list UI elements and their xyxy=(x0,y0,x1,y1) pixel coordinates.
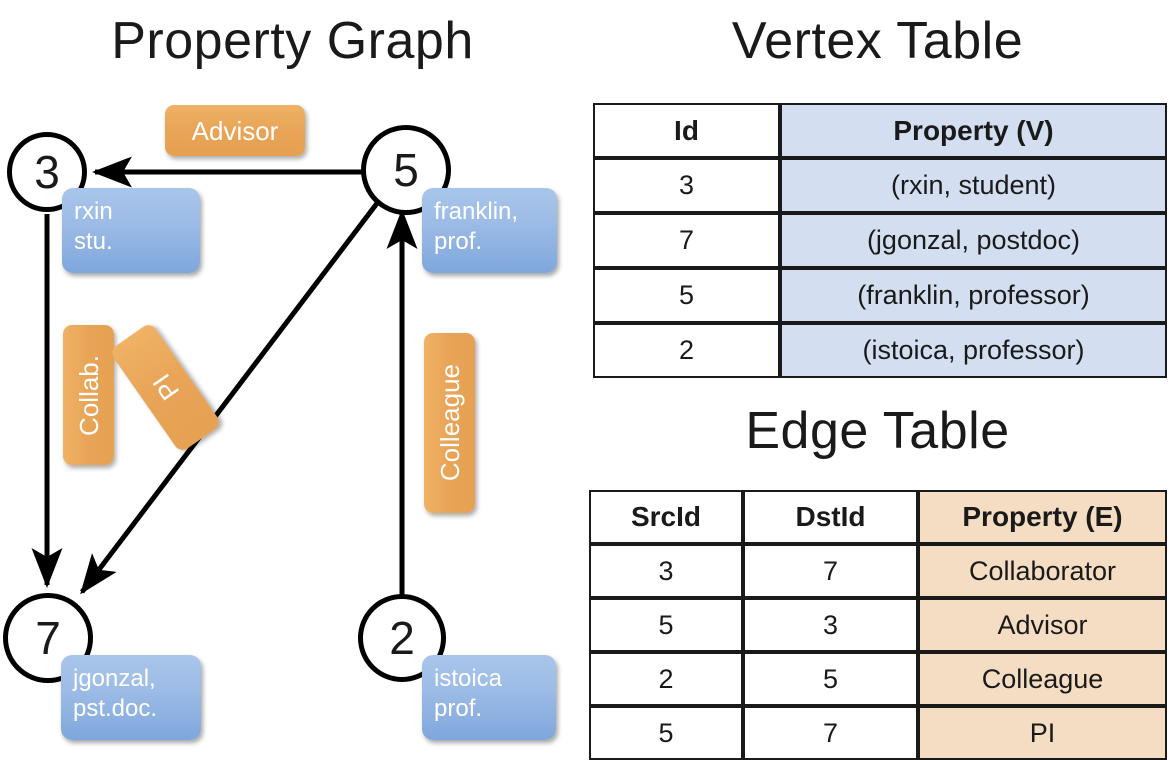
table-row: 3 7 Collaborator xyxy=(589,544,1167,598)
vertex-row-3-id: 2 xyxy=(593,323,780,378)
edge-table: SrcId DstId Property (E) 3 7 Collaborato… xyxy=(589,490,1167,760)
vertex-node-7-label: 7 xyxy=(35,612,61,664)
edge-label-colleague-text: Colleague xyxy=(434,364,465,482)
vertex-table-header-property: Property (V) xyxy=(780,103,1167,158)
vertex-node-3-label: 3 xyxy=(34,146,60,198)
vertex-row-3-property: (istoica, professor) xyxy=(780,323,1167,378)
vertex-row-0-property: (rxin, student) xyxy=(780,158,1167,213)
edge-label-collab-text: Collab. xyxy=(73,354,104,436)
table-row: 7 (jgonzal, postdoc) xyxy=(593,213,1167,268)
table-row: 2 5 Colleague xyxy=(589,652,1167,706)
edge-row-2-dst: 5 xyxy=(743,652,918,706)
vertex-row-1-property: (jgonzal, postdoc) xyxy=(780,213,1167,268)
vertex-table-header-row: Id Property (V) xyxy=(593,103,1167,158)
table-row: 5 7 PI xyxy=(589,706,1167,760)
vertex-node-2[interactable]: 2 xyxy=(358,594,446,682)
edge-label-pi-text: PI xyxy=(146,368,185,407)
table-row: 3 (rxin, student) xyxy=(593,158,1167,213)
vertex-3-property-box: rxin stu. xyxy=(62,188,200,273)
edge-row-3-src: 5 xyxy=(589,706,743,760)
edge-table-header-dstid: DstId xyxy=(743,490,918,544)
edge-label-advisor-text: Advisor xyxy=(191,115,279,146)
vertex-row-1-id: 7 xyxy=(593,213,780,268)
table-row: 5 3 Advisor xyxy=(589,598,1167,652)
vertex-7-property-line2: pst.doc. xyxy=(73,695,158,722)
vertex-5-property-box: franklin, prof. xyxy=(422,188,557,273)
vertex-3-property-line2: stu. xyxy=(74,228,113,255)
edge-table-header-srcid: SrcId xyxy=(589,490,743,544)
edge-table-header-property: Property (E) xyxy=(918,490,1167,544)
page-title-edge-table: Edge Table xyxy=(745,402,1010,460)
edge-label-colleague: Colleague xyxy=(424,333,475,513)
page-title-vertex-table: Vertex Table xyxy=(731,12,1024,70)
vertex-5-property-line2: prof. xyxy=(434,228,483,255)
vertex-7-property-line1: jgonzal, xyxy=(73,665,156,692)
vertex-row-2-property: (franklin, professor) xyxy=(780,268,1167,323)
table-row: 2 (istoica, professor) xyxy=(593,323,1167,378)
edge-5-to-7-pi xyxy=(80,196,383,595)
table-row: 5 (franklin, professor) xyxy=(593,268,1167,323)
edge-label-advisor: Advisor xyxy=(165,105,305,156)
edge-table-header-row: SrcId DstId Property (E) xyxy=(589,490,1167,544)
edge-row-0-src: 3 xyxy=(589,544,743,598)
vertex-2-property-line2: prof. xyxy=(434,695,483,722)
edge-row-2-property: Colleague xyxy=(918,652,1167,706)
edge-label-collab: Collab. xyxy=(63,325,114,465)
vertex-5-property-line1: franklin, xyxy=(434,198,519,225)
vertex-row-0-id: 3 xyxy=(593,158,780,213)
edge-row-1-property: Advisor xyxy=(918,598,1167,652)
vertex-node-2-label: 2 xyxy=(389,612,415,664)
vertex-2-property-box: istoica prof. xyxy=(422,655,556,740)
edge-row-1-dst: 3 xyxy=(743,598,918,652)
vertex-row-2-id: 5 xyxy=(593,268,780,323)
vertex-node-5-label: 5 xyxy=(393,144,419,196)
edge-row-3-property: PI xyxy=(918,706,1167,760)
edge-row-3-dst: 7 xyxy=(743,706,918,760)
vertex-table: Id Property (V) 3 (rxin, student) 7 (jgo… xyxy=(593,103,1167,378)
edge-row-2-src: 2 xyxy=(589,652,743,706)
vertex-3-property-line1: rxin xyxy=(74,198,113,225)
vertex-2-property-line1: istoica xyxy=(434,665,503,692)
vertex-table-header-id: Id xyxy=(593,103,780,158)
graph-edges-layer xyxy=(31,156,418,596)
vertex-7-property-box: jgonzal, pst.doc. xyxy=(61,655,201,740)
page-title-property-graph: Property Graph xyxy=(111,12,474,70)
edge-row-0-property: Collaborator xyxy=(918,544,1167,598)
edge-row-1-src: 5 xyxy=(589,598,743,652)
edge-row-0-dst: 7 xyxy=(743,544,918,598)
property-graph-panel: Property Graph 3 5 7 2 rxin stu. frankli… xyxy=(3,12,557,740)
